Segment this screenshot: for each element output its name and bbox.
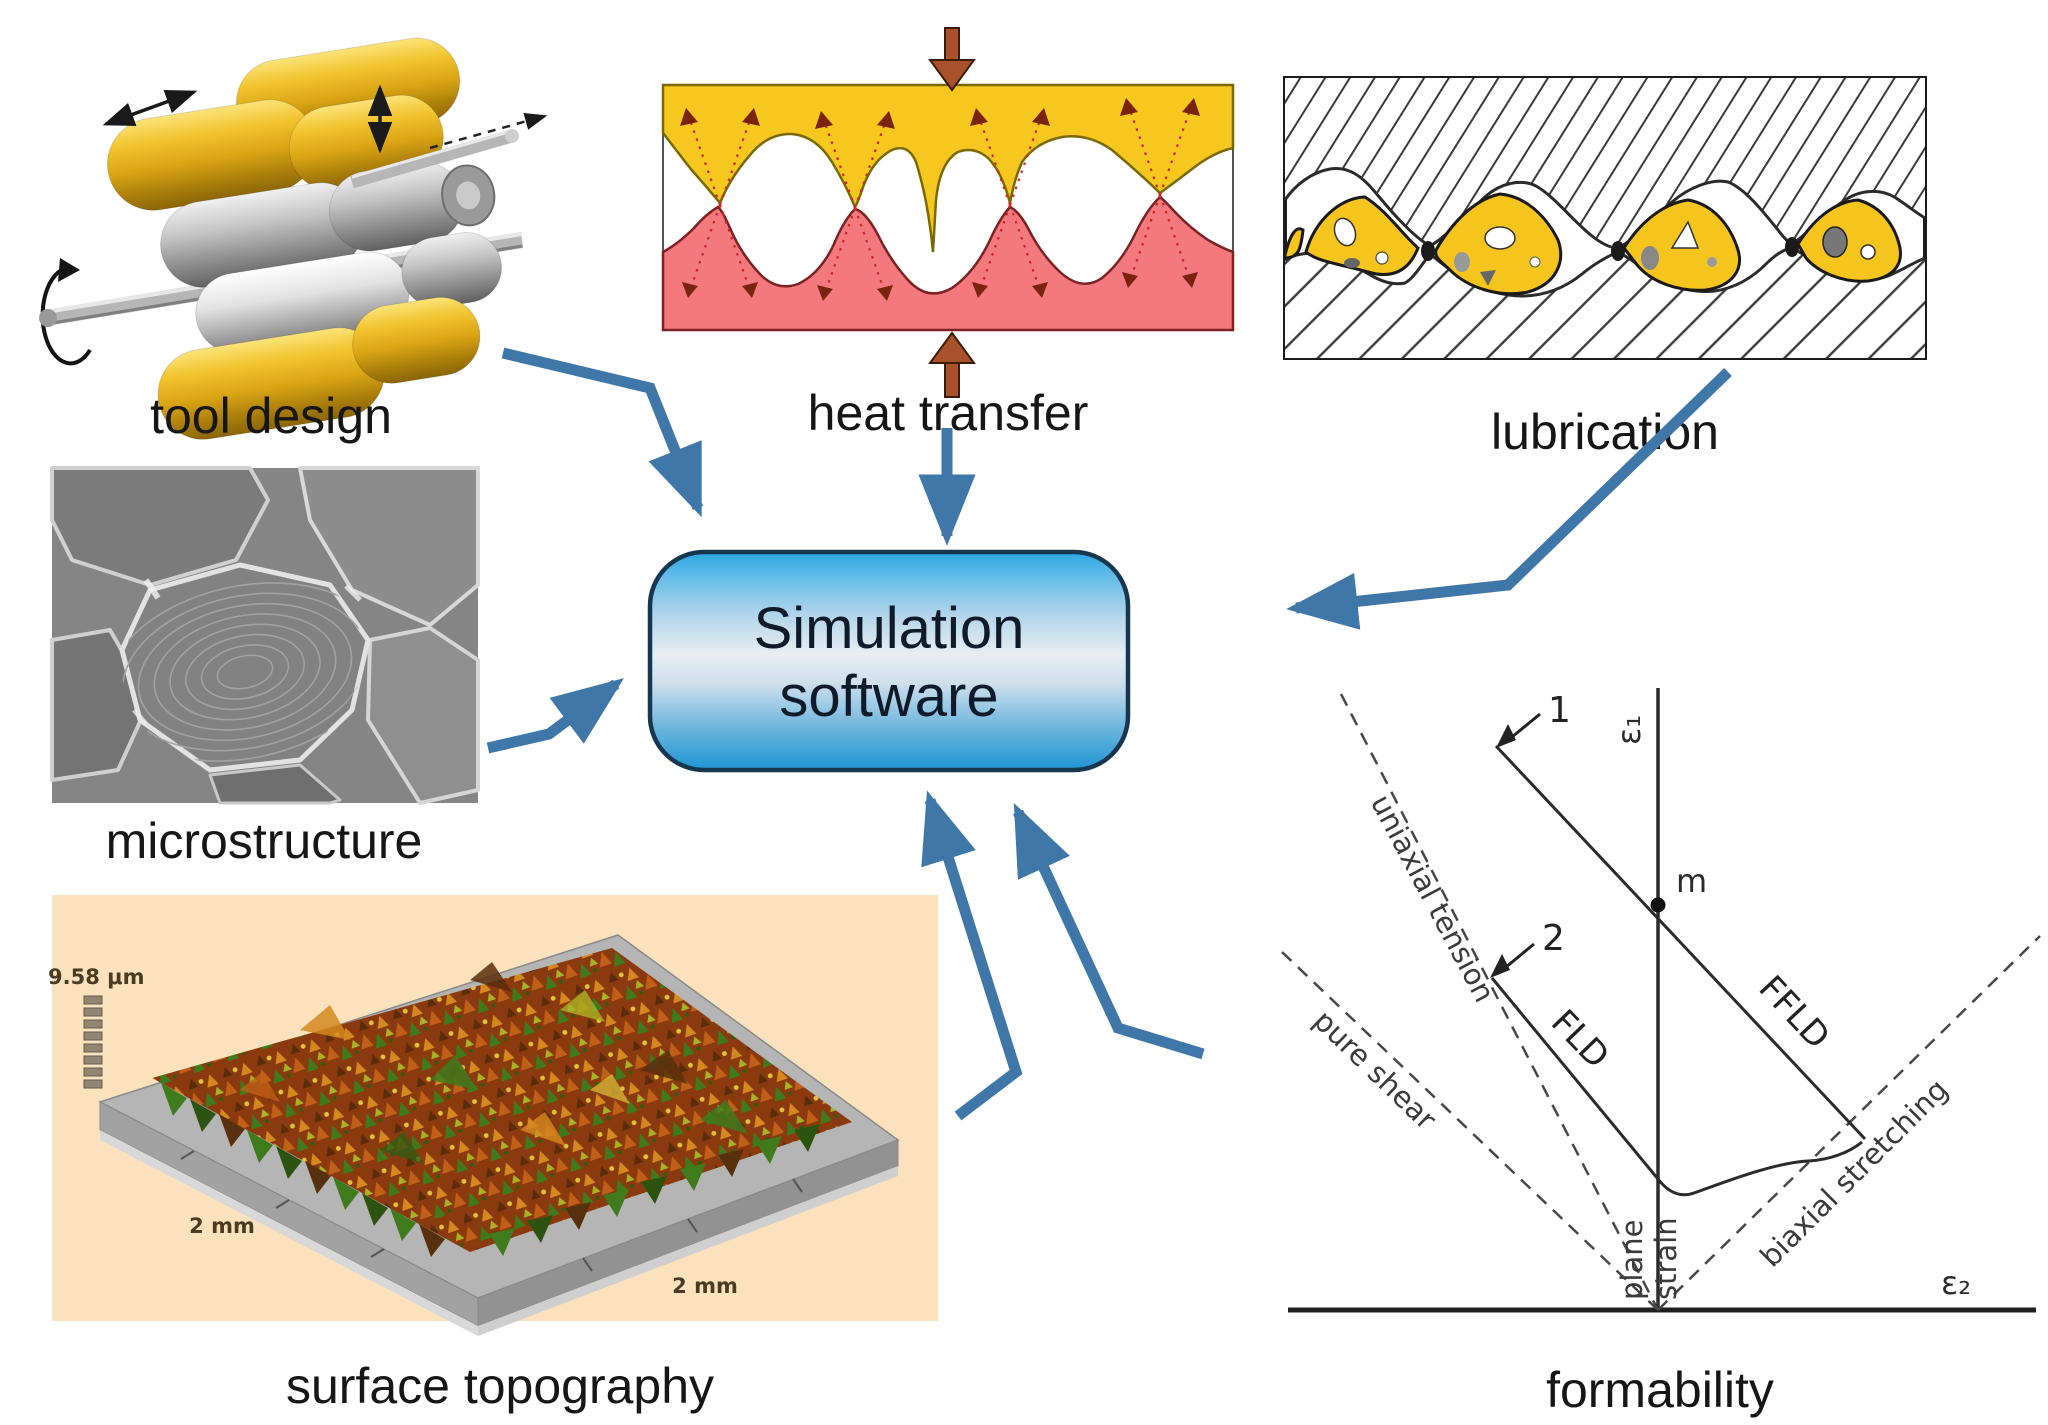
roll-surface-pink: [661, 195, 1235, 332]
debris-particles: [1333, 217, 1876, 286]
pure-shear-label: pure shear: [1307, 1003, 1443, 1136]
point-m-label: m: [1676, 862, 1707, 900]
ffld-label: FFLD: [1751, 968, 1838, 1057]
plane-strain-label: plane strain: [1615, 1217, 1683, 1300]
upper-shaft: [350, 129, 519, 189]
caption-tool-design: tool design: [150, 388, 392, 444]
dim-label-right: 2 mm: [672, 1274, 738, 1298]
surface-topography-plot: 9.58 μm: [48, 895, 938, 1336]
sheet-slab-hatched: [1285, 248, 1925, 358]
pressure-arrow-up-icon: [928, 331, 976, 398]
arrow-tool-design-to-center: [501, 347, 704, 518]
center-box-line-2: software: [779, 664, 998, 729]
simulation-software-node: Simulation software: [647, 549, 1131, 773]
lubrication-illustration: [1283, 76, 1927, 360]
arrow-surface-topography-to-center: [921, 790, 1023, 1121]
caption-formability: formability: [1546, 1362, 1774, 1418]
strain-path-2-label: 2: [1542, 918, 1565, 959]
pure-shear-line: [1281, 951, 1659, 1311]
flow-arrows: [486, 347, 1732, 1121]
x-axis-label: ε₂: [1941, 1264, 1971, 1302]
dim-label-left: 2 mm: [189, 1214, 255, 1238]
surface-texture-patches: [240, 962, 748, 1164]
height-scale-label: 9.58 μm: [48, 965, 144, 989]
heat-transfer-illustration: [661, 27, 1235, 398]
roll-cluster: [106, 37, 502, 440]
arrow-lubrication-to-center: [1286, 368, 1732, 630]
surface-fringe-right: [489, 1124, 820, 1256]
hot-strip-yellow: [661, 83, 1235, 253]
shaft-direction-arrow-icon: [429, 112, 548, 150]
center-box-line-1: Simulation: [754, 596, 1025, 661]
tool-slab-hatched: [1285, 78, 1925, 248]
uniaxial-tension-label: uniaxial tension: [1364, 789, 1502, 1008]
svg-text:plane: plane: [1615, 1220, 1649, 1300]
formability-chart: ε₁ ε₂ uniaxial tension pure shear biaxia…: [1281, 688, 2041, 1313]
caption-microstructure: microstructure: [106, 813, 423, 869]
svg-text:strain: strain: [1649, 1217, 1683, 1300]
lateral-shift-arrow-icon: [102, 90, 198, 126]
uniaxial-tension-line: [1339, 693, 1660, 1311]
rough-surface: [152, 948, 852, 1252]
strain-path-1-label: 1: [1548, 690, 1571, 731]
pressure-arrow-down-icon: [928, 27, 976, 92]
y-axis-label: ε₁: [1610, 715, 1648, 745]
tool-design-illustration: [39, 37, 548, 440]
strain-path-2-arrow-icon: [1490, 954, 1510, 978]
ffld-curve: [1494, 744, 1867, 1141]
height-scale-bar: [83, 995, 103, 1089]
biaxial-stretching-label: biaxial stretching: [1753, 1072, 1954, 1273]
fld-curve: [1490, 977, 1863, 1197]
surface-fringe-left: [161, 1083, 445, 1257]
strain-path-1-arrow-icon: [1496, 724, 1516, 748]
fld-label: FLD: [1543, 1002, 1617, 1076]
arrow-formability-to-center: [1013, 803, 1205, 1060]
microstructure-image: [50, 466, 480, 805]
rotation-arrow-icon: [40, 266, 92, 366]
point-m-marker: [1650, 897, 1666, 913]
arrow-microstructure-to-center: [486, 678, 624, 754]
caption-surface-topography: surface topography: [286, 1358, 714, 1414]
